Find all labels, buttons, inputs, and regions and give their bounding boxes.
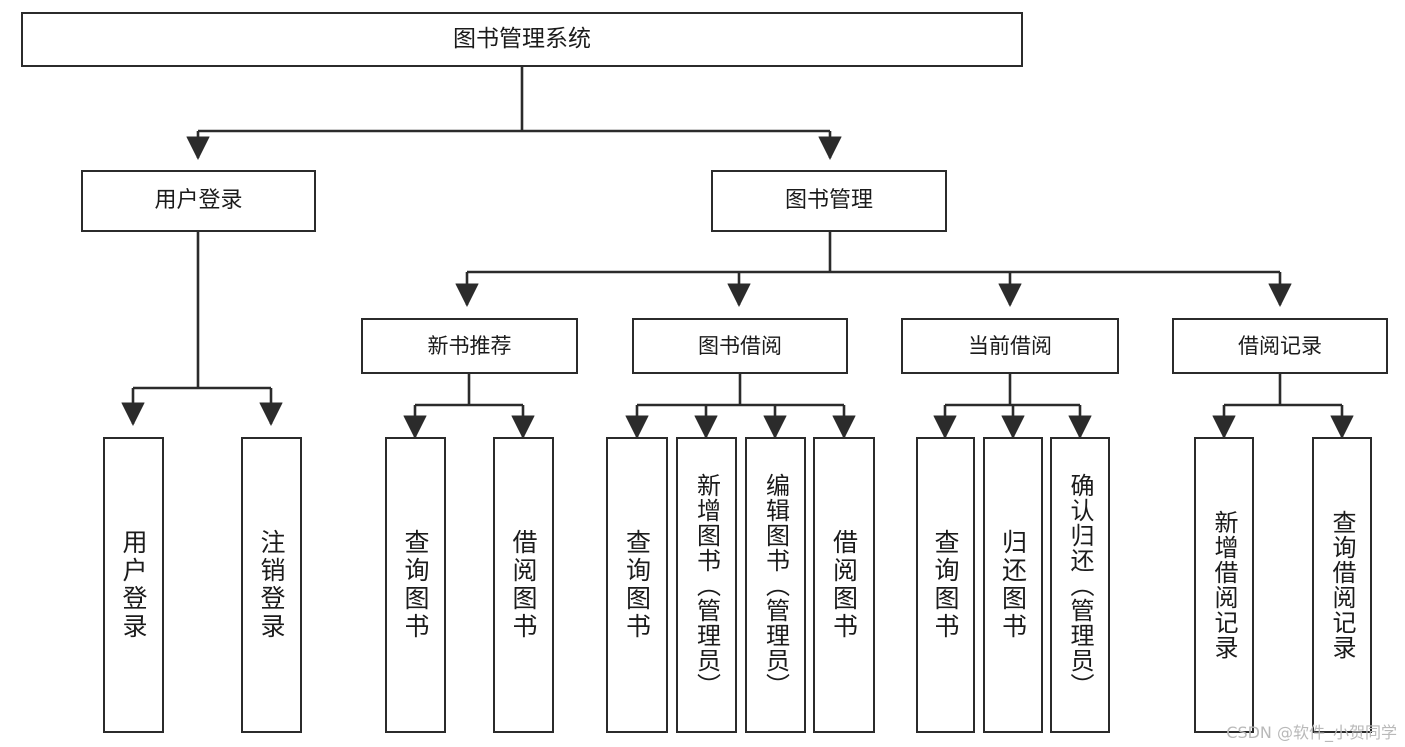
leaf-borrow-book-1-label: 借阅图书 (509, 529, 538, 641)
leaf-query-book-2-label: 查询图书 (622, 529, 652, 641)
leaf-return-book-label: 归还图书 (998, 529, 1028, 641)
node-root-label: 图书管理系统 (453, 25, 591, 52)
watermark-text: CSDN @软件_小贺同学 (1226, 723, 1397, 742)
leaf-confirm-return[interactable]: 确认归还（管理员） (1050, 437, 1110, 733)
node-root[interactable]: 图书管理系统 (21, 12, 1023, 67)
node-user-login[interactable]: 用户登录 (81, 170, 316, 232)
leaf-borrow-book-2-label: 借阅图书 (829, 529, 859, 641)
leaf-return-book[interactable]: 归还图书 (983, 437, 1043, 733)
leaf-query-book-1[interactable]: 查询图书 (385, 437, 446, 733)
leaf-add-record-label: 新增借阅记录 (1210, 510, 1238, 660)
node-book-manage-label: 图书管理 (784, 188, 873, 214)
node-book-manage[interactable]: 图书管理 (711, 170, 947, 232)
leaf-query-record[interactable]: 查询借阅记录 (1312, 437, 1372, 733)
leaf-edit-book-label: 编辑图书（管理员） (761, 472, 790, 698)
leaf-user-login-label: 用户登录 (119, 529, 148, 641)
node-new-book-recommend[interactable]: 新书推荐 (361, 318, 578, 374)
leaf-logout-login-label: 注销登录 (257, 529, 286, 641)
node-current-borrow[interactable]: 当前借阅 (901, 318, 1119, 374)
node-new-book-recommend-label: 新书推荐 (427, 333, 512, 358)
node-book-borrow[interactable]: 图书借阅 (632, 318, 848, 374)
leaf-borrow-book-2[interactable]: 借阅图书 (813, 437, 875, 733)
leaf-user-login[interactable]: 用户登录 (103, 437, 164, 733)
leaf-add-book-label: 新增图书（管理员） (692, 472, 721, 698)
node-current-borrow-label: 当前借阅 (968, 333, 1052, 358)
node-borrow-record-label: 借阅记录 (1238, 333, 1322, 358)
leaf-borrow-book-1[interactable]: 借阅图书 (493, 437, 554, 733)
leaf-query-book-3-label: 查询图书 (931, 529, 960, 641)
node-borrow-record[interactable]: 借阅记录 (1172, 318, 1388, 374)
node-book-borrow-label: 图书借阅 (698, 333, 782, 358)
node-user-login-label: 用户登录 (154, 188, 243, 214)
leaf-query-book-3[interactable]: 查询图书 (916, 437, 975, 733)
leaf-add-record[interactable]: 新增借阅记录 (1194, 437, 1254, 733)
leaf-query-book-1-label: 查询图书 (401, 529, 430, 641)
leaf-query-record-label: 查询借阅记录 (1328, 510, 1356, 660)
leaf-logout-login[interactable]: 注销登录 (241, 437, 302, 733)
leaf-add-book[interactable]: 新增图书（管理员） (676, 437, 737, 733)
leaf-edit-book[interactable]: 编辑图书（管理员） (745, 437, 806, 733)
leaf-confirm-return-label: 确认归还（管理员） (1066, 472, 1094, 698)
leaf-query-book-2[interactable]: 查询图书 (606, 437, 668, 733)
